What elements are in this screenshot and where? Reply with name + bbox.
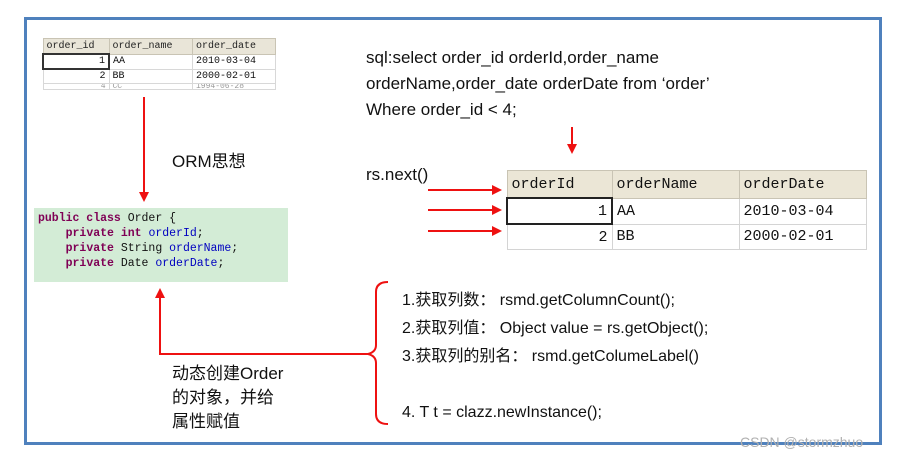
table-cell: BB bbox=[611, 223, 740, 250]
step-1: 1.获取列数： rsmd.getColumnCount(); bbox=[402, 292, 675, 309]
column-header: order_name bbox=[108, 38, 193, 55]
table-cell: 4 bbox=[42, 83, 110, 90]
sql-line: Where order_id < 4; bbox=[366, 100, 517, 119]
table-row: 4 CC 1994-06-28 bbox=[42, 83, 276, 90]
orm-label: ORM思想 bbox=[172, 152, 246, 171]
table-cell: AA bbox=[108, 53, 193, 70]
code-type: Date bbox=[113, 257, 156, 270]
table-row: 1 AA 2010-03-04 bbox=[506, 197, 867, 225]
code-keyword: private bbox=[65, 242, 114, 255]
column-header: orderId bbox=[506, 170, 613, 199]
note-line: 属性赋值 bbox=[172, 412, 240, 431]
code-field: orderName bbox=[169, 242, 232, 255]
diagram-frame bbox=[24, 17, 882, 445]
table-cell: 1994-06-28 bbox=[192, 83, 276, 90]
table-cell: 1 bbox=[506, 197, 613, 225]
step-2: 2.获取列值： Object value = rs.getObject(); bbox=[402, 320, 709, 337]
note-line: 动态创建Order bbox=[172, 364, 284, 383]
db-table-small: order_id order_name order_date 1 AA 2010… bbox=[42, 38, 276, 90]
column-header: orderName bbox=[611, 170, 740, 199]
code-text: ; bbox=[217, 257, 225, 270]
sql-line: orderName,order_date orderDate from ‘ord… bbox=[366, 74, 710, 93]
code-text: Order { bbox=[120, 212, 177, 225]
column-header: order_id bbox=[42, 38, 110, 55]
sql-statement: sql:select order_id orderId,order_name o… bbox=[366, 45, 836, 123]
step-4: 4. T t = clazz.newInstance(); bbox=[402, 404, 602, 421]
reflection-steps: 1.获取列数： rsmd.getColumnCount(); 2.获取列值： O… bbox=[402, 287, 708, 427]
code-field: orderDate bbox=[155, 257, 218, 270]
table-cell: 2000-02-01 bbox=[738, 223, 867, 250]
step-3: 3.获取列的别名： rsmd.getColumeLabel() bbox=[402, 348, 699, 365]
code-text: ; bbox=[196, 227, 204, 240]
table-cell: AA bbox=[611, 197, 740, 225]
table-cell: 2000-02-01 bbox=[192, 68, 276, 84]
java-class-code: public class Order { private int orderId… bbox=[34, 208, 288, 282]
table-row: 1 AA 2010-03-04 bbox=[42, 53, 276, 70]
table-row: 2 BB 2000-02-01 bbox=[506, 223, 867, 250]
result-set-table: orderId orderName orderDate 1 AA 2010-03… bbox=[506, 170, 867, 250]
code-type: String bbox=[113, 242, 170, 255]
table-cell: 2010-03-04 bbox=[738, 197, 867, 225]
table-cell: 1 bbox=[42, 53, 110, 70]
table-cell: 2010-03-04 bbox=[192, 53, 276, 70]
column-header: orderDate bbox=[738, 170, 867, 199]
code-keyword: private int bbox=[65, 227, 142, 240]
rs-next-label: rs.next() bbox=[366, 165, 429, 184]
code-field: orderId bbox=[148, 227, 197, 240]
table-cell: 2 bbox=[42, 68, 110, 84]
code-text: ; bbox=[231, 242, 239, 255]
watermark: CSDN @stormzhuo bbox=[740, 434, 864, 450]
code-keyword: public class bbox=[38, 212, 121, 225]
steps-brace bbox=[367, 281, 389, 425]
sql-line: sql:select order_id orderId,order_name bbox=[366, 48, 659, 67]
build-object-arrow bbox=[155, 288, 368, 355]
code-keyword: private bbox=[65, 257, 114, 270]
dynamic-create-note: 动态创建Order 的对象，并给 属性赋值 bbox=[172, 362, 283, 434]
note-line: 的对象，并给 bbox=[172, 388, 274, 407]
